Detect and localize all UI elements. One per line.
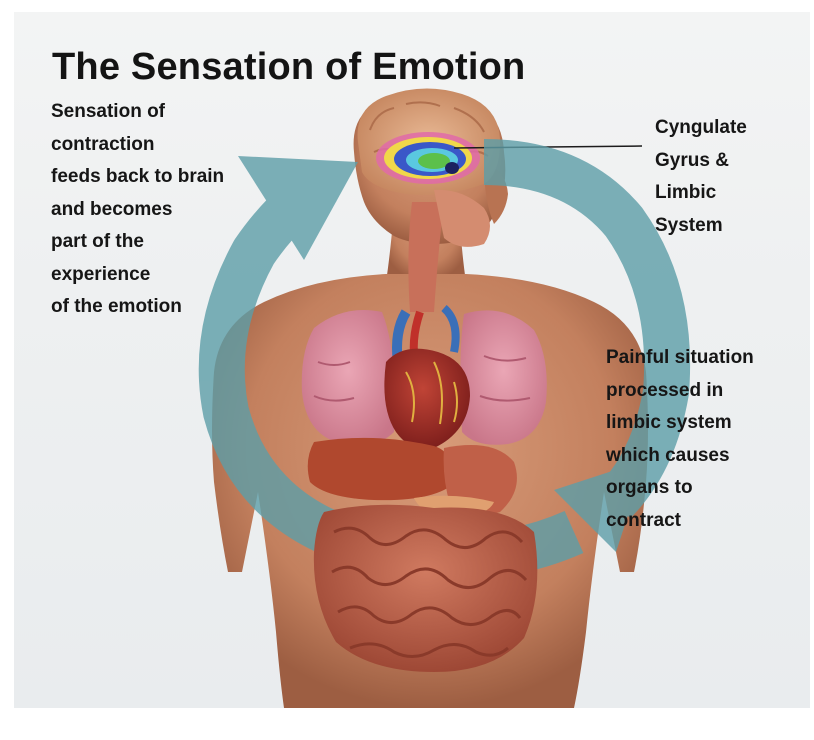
liver <box>308 438 456 500</box>
brain-illustration <box>358 88 500 194</box>
painful-line: limbic system <box>606 407 754 440</box>
painful-line: Painful situation <box>606 342 754 375</box>
limbic-line: Gyrus & <box>655 145 747 178</box>
painful-line: which causes <box>606 440 754 473</box>
feedback-line: Sensation of <box>51 96 224 129</box>
right-lung <box>460 310 546 444</box>
feedback-line: of the emotion <box>51 291 224 324</box>
feedback-line: feeds back to brain <box>51 161 224 194</box>
feedback-line: and becomes <box>51 194 224 227</box>
limbic-line: Cyngulate <box>655 112 747 145</box>
page-title: The Sensation of Emotion <box>52 46 525 89</box>
painful-situation-label: Painful situation processed in limbic sy… <box>606 342 754 537</box>
feedback-line: part of the <box>51 226 224 259</box>
organs <box>302 190 547 672</box>
slide-screen: The Sensation of Emotion Sensation of co… <box>14 12 810 708</box>
feedback-label: Sensation of contraction feeds back to b… <box>51 96 224 324</box>
limbic-line: System <box>655 210 747 243</box>
painful-line: processed in <box>606 375 754 408</box>
feedback-line: contraction <box>51 129 224 162</box>
limbic-line: Limbic <box>655 177 747 210</box>
left-lung <box>302 310 395 445</box>
painful-line: organs to <box>606 472 754 505</box>
painful-line: contract <box>606 505 754 538</box>
limbic-structures-label: Cyngulate Gyrus & Limbic System <box>655 112 747 242</box>
feedback-line: experience <box>51 259 224 292</box>
